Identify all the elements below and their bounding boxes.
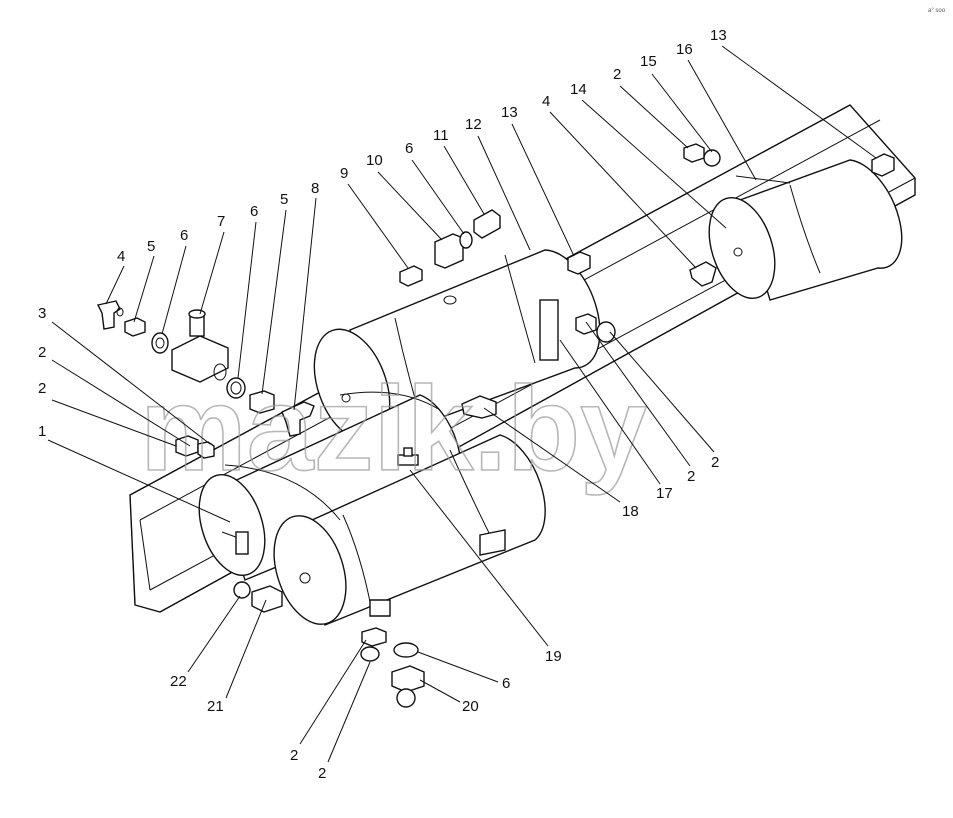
callout-label-c4b: 4 [542, 93, 550, 110]
leader-line-c12 [477, 135, 531, 251]
leader-line-c17 [559, 339, 661, 485]
leader-line-c8 [293, 197, 317, 411]
leader-line-c5b [261, 209, 287, 395]
leader-line-c10 [377, 171, 443, 241]
leader-line-c14 [581, 99, 727, 229]
callout-label-c6b: 6 [250, 203, 258, 220]
callout-label-c5a: 5 [147, 238, 155, 255]
leader-line-c18 [483, 407, 621, 503]
leader-line-c1 [47, 439, 231, 523]
callout-label-c18: 18 [622, 503, 639, 520]
callout-label-c2a: 2 [38, 344, 46, 361]
callout-label-c6a: 6 [180, 227, 188, 244]
air-hose [224, 464, 341, 521]
callout-label-c9: 9 [340, 165, 348, 182]
callout-label-c20: 20 [462, 698, 479, 715]
leader-line-c7 [199, 231, 225, 315]
callout-label-c17: 17 [656, 485, 673, 502]
leader-line-c4a [105, 265, 125, 305]
leader-line-c3 [51, 321, 211, 445]
air-tank-rear [708, 159, 903, 301]
callout-label-c10: 10 [366, 152, 383, 169]
callout-label-c5b: 5 [280, 191, 288, 208]
leader-line-c22 [187, 595, 241, 673]
leader-line-c6d [417, 651, 499, 683]
callout-label-c6d: 6 [502, 675, 510, 692]
callout-labels: 1223456765891061112134142151613221718196… [38, 27, 727, 782]
leader-line-c15 [651, 73, 713, 153]
fittings [96, 143, 895, 708]
air-tank-lower-back [198, 394, 462, 581]
callout-label-c11: 11 [433, 127, 449, 144]
callout-label-c13a: 13 [501, 104, 518, 121]
leader-line-c4b [549, 111, 697, 269]
callout-label-c15: 15 [640, 53, 657, 70]
callout-label-c2g: 2 [318, 765, 326, 782]
callout-label-c2c: 2 [613, 66, 621, 83]
callout-label-c2b: 2 [38, 380, 46, 397]
callout-label-c4a: 4 [117, 248, 125, 265]
leader-line-c11 [443, 145, 485, 215]
callout-label-c14: 14 [570, 81, 587, 98]
leader-line-c2d [609, 331, 715, 453]
leader-line-c13a [511, 123, 575, 257]
callout-label-c2f: 2 [290, 747, 298, 764]
callout-label-c6c: 6 [405, 140, 413, 157]
callout-label-c13b: 13 [710, 27, 727, 44]
leader-line-c9 [347, 183, 409, 269]
leader-line-c5a [133, 255, 155, 323]
callout-label-c7: 7 [217, 213, 225, 230]
leader-line-c2a [51, 359, 191, 447]
watermark: mazik.by [140, 362, 647, 496]
air-hose-upper [339, 391, 441, 411]
callout-label-c16: 16 [676, 41, 693, 58]
leader-line-c2g [327, 661, 371, 763]
leader-line-c6b [237, 221, 257, 379]
callout-label-c22: 22 [170, 673, 187, 690]
callout-label-c1: 1 [38, 423, 46, 440]
leader-line-c2f [299, 639, 367, 745]
callout-label-c19: 19 [545, 648, 562, 665]
callout-label-c3: 3 [38, 305, 46, 322]
leader-line-c2c [619, 85, 689, 149]
callout-label-c8: 8 [311, 180, 319, 197]
leader-line-c2e [585, 321, 691, 467]
leader-line-c2b [51, 399, 177, 447]
leader-line-c21 [225, 599, 267, 699]
leader-lines [47, 45, 877, 763]
callout-label-c21: 21 [207, 698, 224, 715]
leader-line-c20 [419, 679, 461, 703]
leader-line-c19 [409, 469, 549, 647]
leader-line-c6c [411, 159, 465, 235]
leader-line-c16 [687, 59, 757, 181]
air-tank-lower-front [273, 434, 546, 626]
corner-mark: a° soo [928, 8, 946, 14]
leader-line-c6a [161, 245, 187, 335]
leader-line-c13b [721, 45, 877, 159]
callout-label-c2e: 2 [687, 468, 695, 485]
callout-label-c12: 12 [465, 116, 482, 133]
callout-label-c2d: 2 [711, 454, 719, 471]
